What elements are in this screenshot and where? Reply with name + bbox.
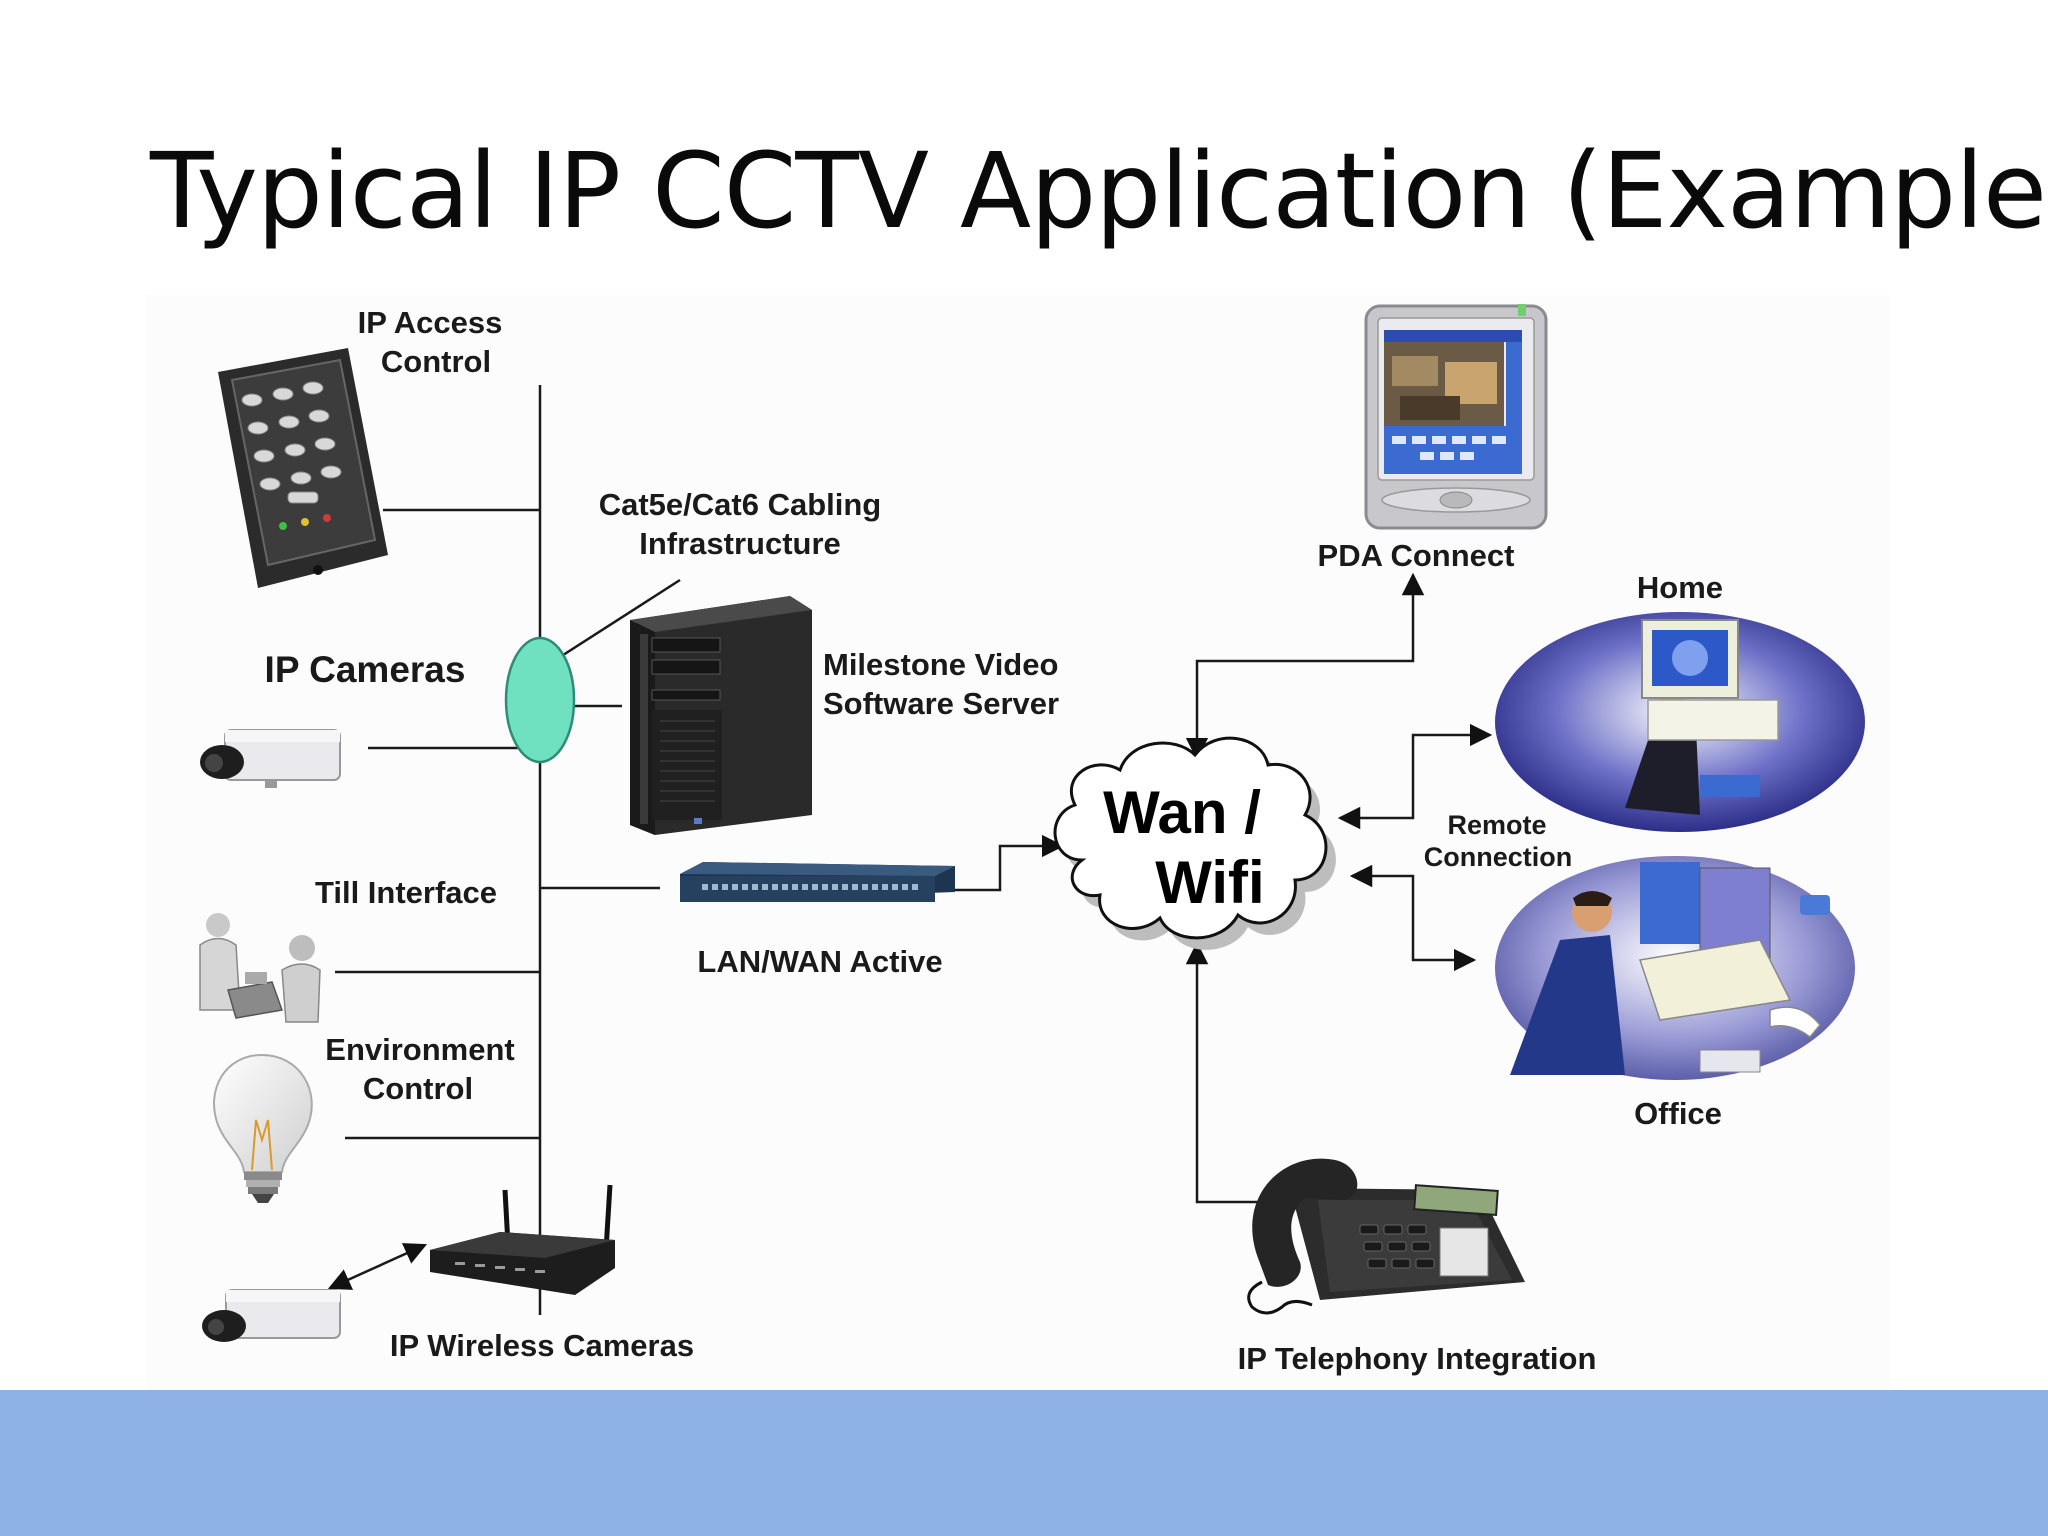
home-label: Home [1637, 570, 1723, 605]
wan-to-telephony [1185, 941, 1287, 1214]
environment-label-1: Environment [325, 1032, 514, 1067]
till-interface-label: Till Interface [315, 875, 497, 910]
wireless-link [327, 1243, 428, 1290]
ip-camera-icon [200, 729, 341, 788]
office-scene-icon [1495, 856, 1855, 1080]
wan-label-2: Wifi [1155, 849, 1264, 916]
remote-connection-label-1: Remote [1447, 810, 1546, 840]
environment-label-2: Control [363, 1071, 473, 1106]
diagram-labels: IP Access Control Cat5e/Cat6 Cabling Inf… [265, 305, 1724, 1376]
wireless-router-icon [430, 1184, 615, 1295]
cabling-oval [504, 636, 576, 764]
remote-connection-label-2: Connection [1424, 842, 1573, 872]
wan-to-home [1337, 723, 1493, 830]
keypad-icon [218, 348, 388, 588]
network-diagram [145, 295, 1890, 1390]
cabling-label-2: Infrastructure [639, 526, 841, 561]
cabling-label-1: Cat5e/Cat6 Cabling [599, 487, 882, 522]
till-people-icon [199, 913, 321, 1023]
server-label-2: Software Server [823, 686, 1059, 721]
wan-label-1: Wan / [1103, 779, 1261, 846]
office-label: Office [1634, 1096, 1722, 1131]
pda-device-icon [1364, 304, 1548, 530]
cabling-pointer [544, 578, 681, 668]
wan-to-pda [1185, 572, 1425, 761]
server-tower-icon [630, 596, 812, 835]
ip-wireless-cameras-label: IP Wireless Cameras [390, 1328, 694, 1363]
light-bulb-icon [213, 1053, 313, 1203]
home-scene-icon [1495, 612, 1865, 832]
connection-lines [327, 385, 1493, 1315]
ip-cameras-label: IP Cameras [265, 649, 466, 690]
wireless-camera-icon [202, 1289, 341, 1342]
lan-wan-active-label: LAN/WAN Active [697, 944, 942, 979]
footer-band [0, 1390, 2048, 1536]
wan-to-office [1349, 864, 1477, 972]
cloud-icon [1053, 736, 1336, 950]
slide-title: Typical IP CCTV Application (Example) [150, 130, 2048, 252]
desk-phone-icon [1247, 1158, 1525, 1315]
network-switch-icon [680, 862, 955, 902]
server-label-1: Milestone Video [823, 647, 1058, 682]
ip-access-control-label-2: Control [381, 344, 491, 379]
ip-telephony-label: IP Telephony Integration [1238, 1341, 1597, 1376]
pda-connect-label: PDA Connect [1318, 538, 1515, 573]
ip-access-control-label-1: IP Access [358, 305, 503, 340]
switch-to-wan [955, 834, 1065, 892]
